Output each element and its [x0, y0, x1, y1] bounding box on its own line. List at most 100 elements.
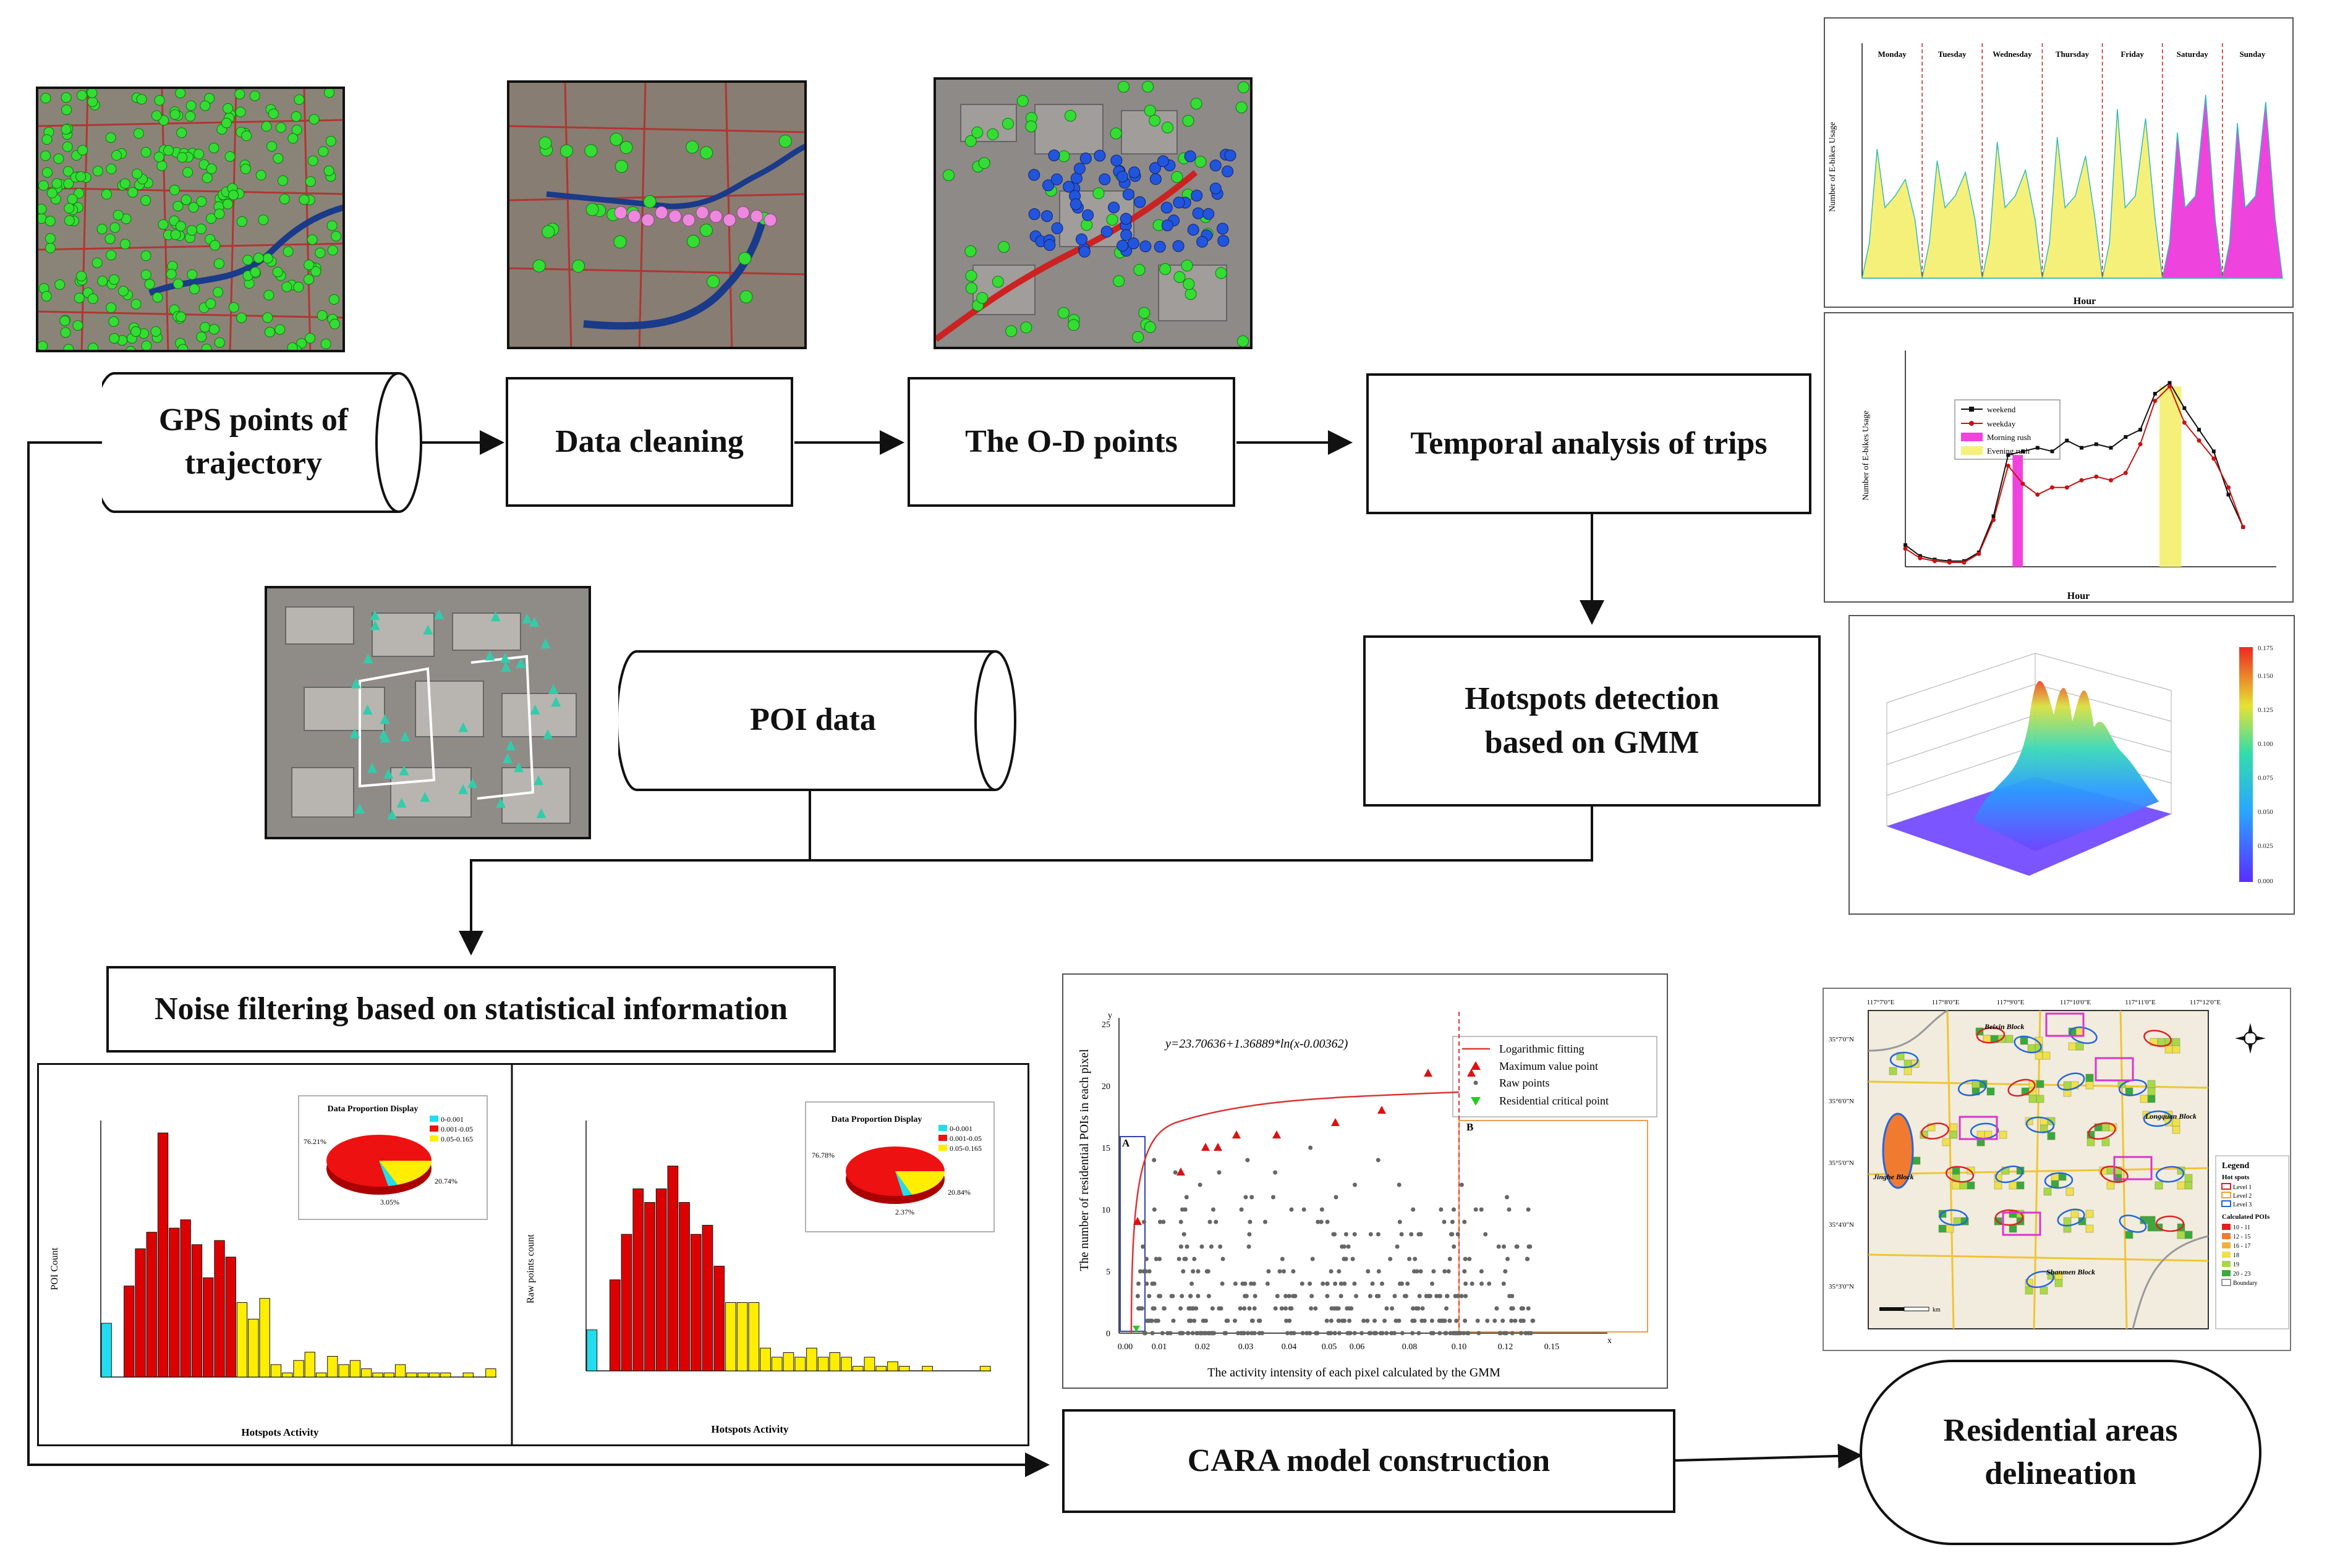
- gps-point-icon: [262, 253, 273, 264]
- raw-point: [1384, 1306, 1389, 1311]
- gps-point-icon: [287, 342, 298, 350]
- weekday-point: [2167, 384, 2172, 389]
- raw-point: [1282, 1269, 1286, 1274]
- origin-point-icon: [1138, 307, 1151, 319]
- poi-cell: [2047, 1132, 2056, 1140]
- gps-point-icon: [140, 269, 151, 281]
- raw-point: [1325, 1294, 1330, 1299]
- weekday-point: [1933, 559, 1937, 564]
- weekly-area-0: [1861, 148, 1923, 279]
- maximum-value-point-icon: [1133, 1217, 1142, 1225]
- raw-point: [1416, 1331, 1421, 1336]
- gps-point-icon: [63, 344, 74, 350]
- origin-point-icon: [964, 245, 977, 257]
- raw-point: [1521, 1318, 1526, 1323]
- raw-point: [1479, 1281, 1484, 1286]
- cleaned-point-icon: [572, 260, 585, 273]
- raw-point: [1220, 1281, 1225, 1286]
- origin-point-icon: [971, 126, 984, 138]
- raw-point: [1287, 1318, 1292, 1323]
- gps-point-icon: [195, 223, 206, 234]
- gps-point-icon: [61, 124, 72, 135]
- raw-point: [1204, 1318, 1208, 1323]
- weekend-point: [2182, 406, 2187, 410]
- res-legend-poi-3: 18: [2233, 1252, 2239, 1259]
- raw-point: [1475, 1318, 1480, 1323]
- pie1-title: Data Proportion Display: [328, 1104, 419, 1114]
- gps-point-icon: [186, 225, 197, 236]
- weekday-point: [2035, 492, 2040, 497]
- raw-point: [1248, 1219, 1253, 1224]
- maximum-value-point-icon: [1377, 1106, 1386, 1114]
- destination-point-icon: [1160, 201, 1173, 214]
- gps-point-icon: [274, 324, 286, 335]
- raw-point: [1438, 1294, 1442, 1299]
- evening-rush-band: [2159, 386, 2182, 567]
- gps-point-icon: [283, 246, 294, 257]
- raw-point: [1242, 1306, 1247, 1311]
- raw-point: [1184, 1195, 1189, 1200]
- poi-marker-icon: [551, 697, 561, 707]
- gps-point-icon: [223, 103, 234, 114]
- raw-point: [1147, 1269, 1152, 1274]
- gps-point-icon: [106, 250, 117, 261]
- daily-legend: weekend weekday Morning rush Evening rus…: [1954, 399, 2061, 460]
- poi-cell: [2070, 1210, 2079, 1218]
- raw-point: [1142, 1219, 1146, 1224]
- gps-point-icon: [194, 148, 205, 159]
- gps-point-icon: [91, 257, 103, 268]
- cleaned-point-icon: [584, 144, 598, 158]
- cleaned-point-icon: [610, 132, 623, 146]
- poi-marker-icon: [529, 617, 540, 627]
- gps-point-icon: [133, 128, 144, 139]
- weekend-line: [1905, 382, 2244, 562]
- raw-point: [1509, 1318, 1514, 1323]
- scatter-legend-1: Maximum value point: [1499, 1060, 1598, 1072]
- poi-marker-icon: [540, 638, 551, 649]
- raw-point: [1352, 1331, 1357, 1336]
- raw-point: [1380, 1281, 1384, 1286]
- origin-point-icon: [1068, 319, 1080, 331]
- gps-point-icon: [287, 133, 299, 144]
- destination-point-icon: [1044, 239, 1056, 251]
- raw-point: [1439, 1207, 1444, 1212]
- raw-point: [1210, 1306, 1215, 1311]
- scatter-ytick-0: 0: [1106, 1329, 1110, 1339]
- raw-point: [1443, 1331, 1448, 1336]
- raw-point: [1319, 1219, 1324, 1224]
- gps-point-icon: [113, 210, 124, 221]
- gps-point-icon: [241, 130, 252, 142]
- raw-point: [1502, 1331, 1507, 1336]
- north-arrow-icon: [2235, 1023, 2266, 1054]
- gps-point-icon: [253, 253, 264, 263]
- raw-point: [1240, 1281, 1245, 1286]
- origin-point-icon: [1133, 264, 1146, 276]
- gps-point-icon: [72, 320, 83, 331]
- gps-point-icon: [206, 213, 217, 224]
- hist2-bar-23: [852, 1366, 864, 1371]
- destination-point-icon: [1108, 201, 1120, 214]
- gps-point-icon: [206, 163, 217, 174]
- scatter-ytick-1: 5: [1106, 1268, 1110, 1277]
- destination-point-icon: [1051, 222, 1063, 234]
- poi-marker-icon: [500, 653, 511, 663]
- weekday-point: [2006, 464, 2010, 468]
- raw-point: [1354, 1294, 1358, 1299]
- gps-point-icon: [224, 151, 236, 162]
- hotspot-ellipse: [2014, 1035, 2042, 1054]
- raw-point: [1246, 1331, 1250, 1336]
- gps-point-icon: [87, 89, 98, 98]
- destination-point-icon: [1079, 152, 1092, 164]
- scatter-xtick-3: 0.03: [1238, 1342, 1254, 1352]
- place-jinghe: Jinghe Block: [1873, 1172, 1914, 1181]
- raw-point: [1382, 1318, 1387, 1323]
- raw-point: [1188, 1294, 1193, 1299]
- raw-point: [1359, 1331, 1364, 1336]
- raw-point: [1446, 1269, 1451, 1274]
- raw-point: [1426, 1294, 1431, 1299]
- weekday-point: [2109, 478, 2113, 483]
- raw-point: [1498, 1331, 1503, 1336]
- raw-point: [1455, 1331, 1460, 1336]
- poi-cell: [2063, 1217, 2072, 1226]
